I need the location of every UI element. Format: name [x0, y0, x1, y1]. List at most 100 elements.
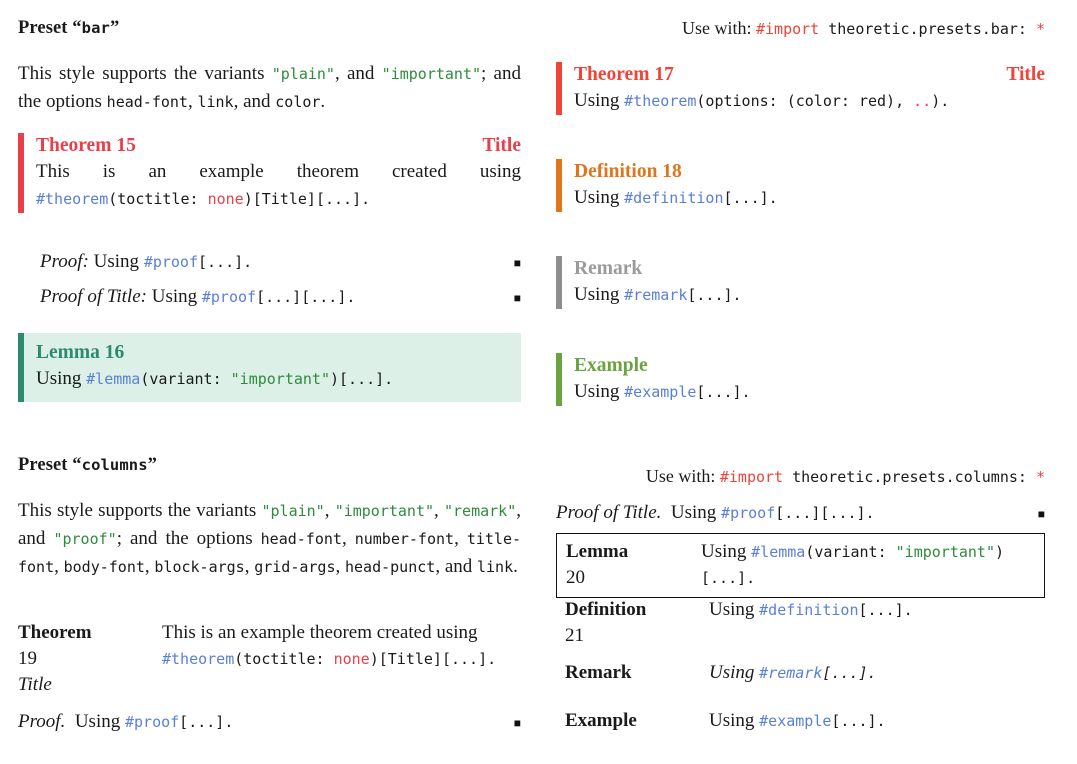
theorem-19-body-code: #theorem(toctitle: none)[Title][...]. — [162, 646, 521, 672]
code3-example-args: [...]. — [831, 712, 886, 730]
example-body: Using #example[...]. — [574, 379, 1045, 406]
desc2-text-11: , — [335, 556, 345, 578]
desc2-text-2: , — [324, 500, 335, 521]
example-row-name-cell: Example — [565, 708, 709, 734]
remark-pre: Using — [574, 284, 625, 306]
desc2-text-12: , and — [435, 556, 477, 578]
code-keyword-none: none — [207, 190, 244, 209]
theorem-19-label: Theorem — [18, 622, 92, 643]
variant2-proof: "proof" — [53, 530, 117, 549]
code-lemma-args-open: (variant: — [140, 370, 231, 389]
desc2-text-3: , — [434, 500, 444, 521]
lemma-20-body-cell: Using #lemma(variant: "important")[...]. — [701, 539, 1036, 591]
example-row-label: Example — [565, 710, 637, 731]
desc2-text-1: This style supports the variants — [18, 500, 262, 521]
theorem-17-label: Theorem 17 — [574, 64, 674, 85]
remark-head: Remark — [574, 256, 1045, 282]
option-head-font: head-font — [106, 93, 188, 112]
proof-2-label: Proof of Title: — [40, 286, 147, 307]
proof-of-title-text: Proof of Title. Using #proof[...][...]. — [556, 500, 1038, 527]
code-import-star: * — [1035, 20, 1045, 38]
lemma-16-label: Lemma 16 — [36, 342, 125, 363]
code2-keyword-none: none — [333, 650, 370, 669]
code2-proof-call: #proof — [124, 713, 180, 731]
code-variant-important: "important" — [230, 370, 330, 389]
variant-plain: "plain" — [271, 65, 335, 83]
desc2-text-9: , — [144, 556, 155, 578]
remark-accent-bar — [556, 256, 562, 310]
theorem-19-body-text: This is an example theorem created using — [162, 622, 478, 643]
code-remark-call: #remark — [624, 286, 688, 305]
code3-variant-important: "important" — [895, 543, 995, 561]
theorem-19-title: Title — [18, 674, 52, 696]
code3-definition-args: [...]. — [858, 601, 913, 619]
preset-heading-suffix: ” — [109, 18, 120, 38]
desc2-text-7: , — [454, 528, 467, 550]
proof-of-title-pre: Using — [670, 502, 722, 523]
proof-row-columns-text: Proof. Using #proof[...]. — [18, 709, 514, 736]
desc2-text-6: , — [341, 528, 355, 550]
proof-1-label: Proof: — [40, 251, 89, 272]
proof-2-pre: Using — [151, 286, 202, 307]
theorem-19-number: 19 — [18, 648, 37, 670]
code-theorem-call: #theorem — [36, 190, 109, 209]
proof-line-1: Proof: Using #proof[...]. — [40, 249, 521, 276]
code-import-path: theoretic.presets.bar: — [819, 20, 1036, 38]
code3-remark-call: #remark — [759, 664, 823, 682]
qed-square-4 — [1038, 508, 1045, 520]
theorem-17-head: Theorem 17 Title — [574, 62, 1045, 88]
definition-21-row: Definition 21 Using #definition[...]. — [565, 597, 1045, 649]
code3-lemma-args-close: )[...]. — [701, 543, 1005, 588]
lemma-20-label: Lemma — [566, 541, 629, 562]
preset-heading-prefix: Preset “ — [18, 18, 82, 38]
definition-21-number: 21 — [565, 625, 584, 647]
example-label: Example — [574, 355, 648, 376]
definition-18-block: Definition 18 Using #definition[...]. — [556, 159, 1045, 213]
lemma-16-head: Lemma 16 — [36, 340, 511, 366]
option2-head-font: head-font — [260, 530, 342, 549]
code-theorem17-close: ). — [931, 92, 950, 111]
lemma-16-pre: Using — [36, 368, 87, 390]
theorem-15-label: Theorem 15 — [36, 135, 136, 156]
option2-head-punct: head-punct — [345, 558, 436, 577]
example-row: Example Using #example[...]. — [565, 708, 1045, 734]
preset-heading-code: bar — [81, 19, 110, 37]
preset-bar-description: This style supports the variants "plain"… — [18, 60, 521, 116]
preset2-heading-prefix: Preset “ — [18, 455, 82, 475]
desc2-text-13: . — [513, 556, 518, 578]
remark-row-name-cell: Remark — [565, 660, 709, 686]
code-theorem-args-close: )[Title][...]. — [243, 190, 371, 209]
lemma-20-row: Lemma 20 Using #lemma(variant: "importan… — [556, 533, 1045, 599]
code-import2-path: theoretic.presets.columns: — [783, 468, 1036, 486]
definition-18-body: Using #definition[...]. — [574, 185, 1045, 212]
desc-text-6: . — [320, 91, 326, 113]
example-head: Example — [574, 353, 1045, 379]
lemma-16-body: Using #lemma(variant: "important")[...]. — [36, 366, 511, 393]
lemma-20-number: 20 — [566, 567, 585, 589]
proof-row-label: Proof. — [18, 711, 66, 732]
example-row-body-cell: Using #example[...]. — [709, 708, 1045, 734]
theorem-17-title: Title — [1006, 64, 1045, 85]
desc2-text-10: , — [244, 556, 255, 578]
definition-18-accent-bar — [556, 159, 562, 213]
code3-example-call: #example — [759, 712, 832, 730]
use-with-bar: Use with: #import theoretic.presets.bar:… — [556, 18, 1045, 39]
code-proof-args-2: [...][...]. — [256, 288, 356, 306]
code-theorem17-dots: .. — [913, 92, 932, 111]
qed-square-3 — [514, 717, 521, 729]
option-link: link — [197, 93, 234, 112]
theorem-15-block: Theorem 15 Title This is an example theo… — [18, 133, 521, 214]
definition-21-label: Definition — [565, 599, 647, 620]
definition-21-body-cell: Using #definition[...]. — [709, 597, 1045, 623]
theorem-15-body: This is an example theorem created using… — [36, 159, 521, 213]
qed-square-1 — [514, 257, 521, 269]
use-with-bar-label: Use with: — [682, 18, 756, 38]
option2-title-font: title-font — [18, 530, 522, 577]
theorem-17-block: Theorem 17 Title Using #theorem(options:… — [556, 62, 1045, 116]
theorem-15-body-code: #theorem(toctitle: none)[Title][...]. — [36, 186, 521, 213]
theorem-17-pre: Using — [574, 90, 625, 112]
definition-21-pre: Using — [709, 599, 760, 620]
desc-text-2: , and — [334, 63, 382, 84]
proof-of-title-row: Proof of Title. Using #proof[...][...]. — [556, 500, 1045, 527]
